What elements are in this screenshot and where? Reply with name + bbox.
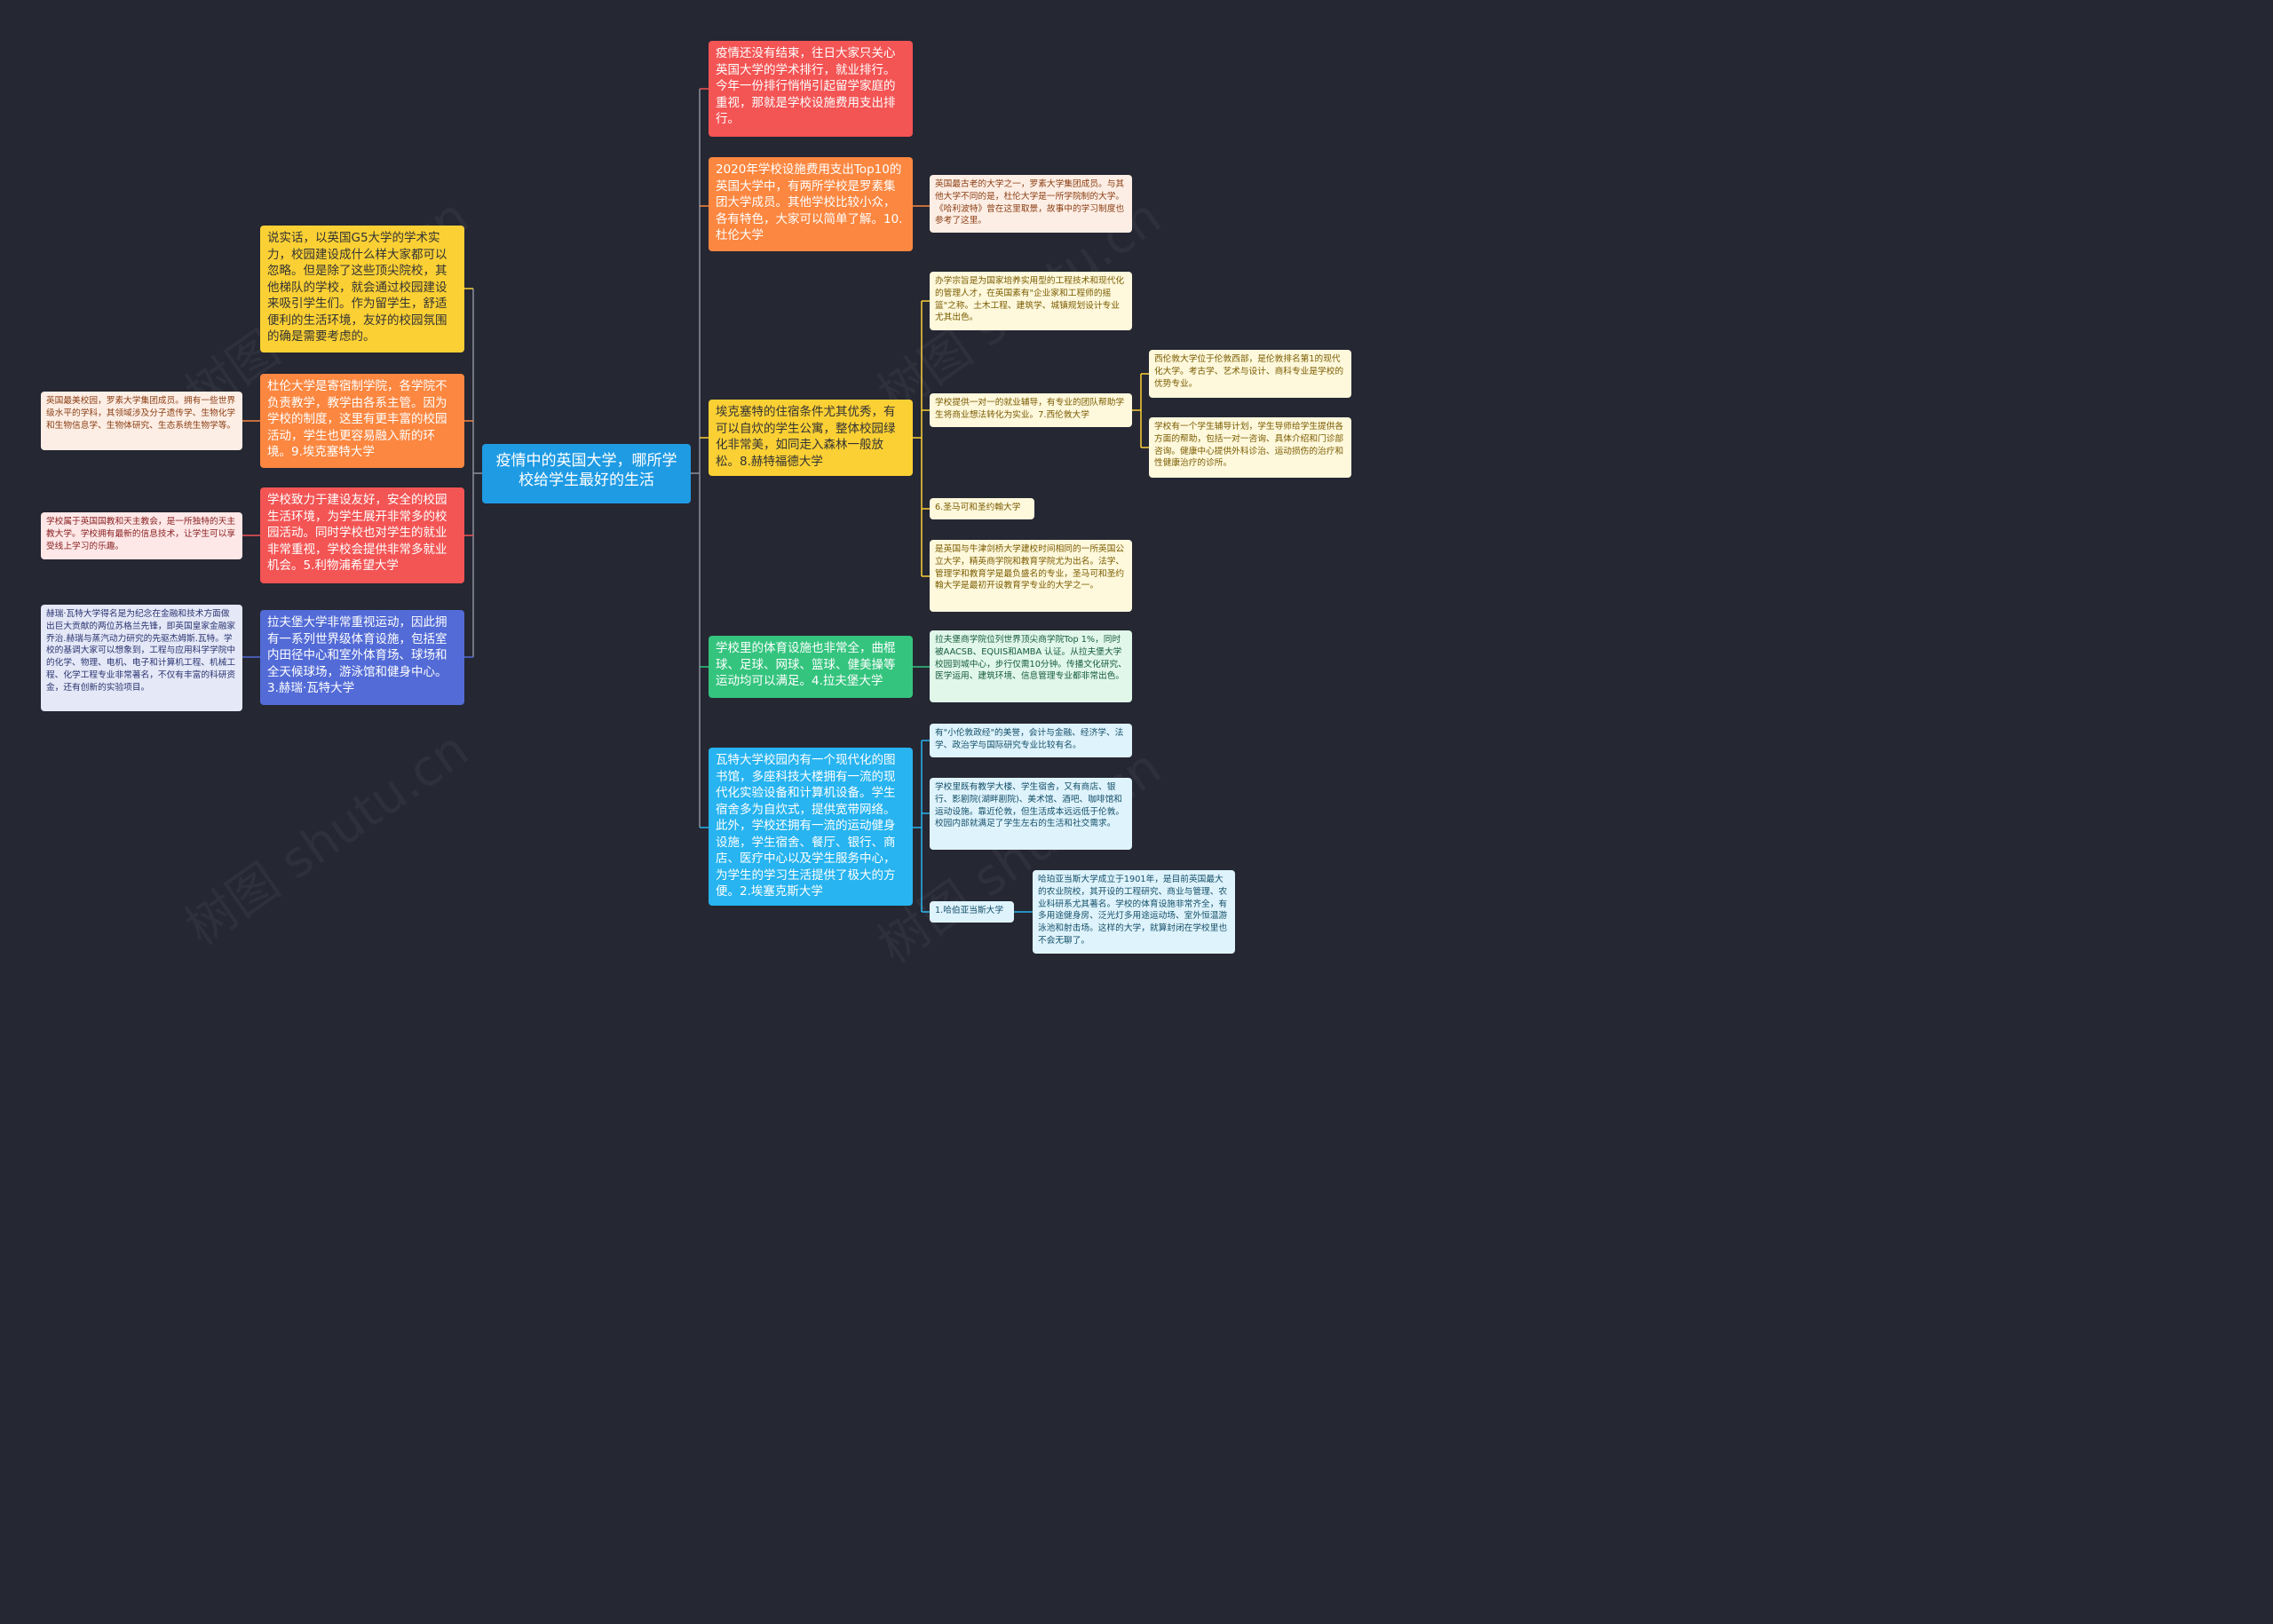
note-heriot-watt[interactable]: 赫瑞·瓦特大学得名是为纪念在金融和技术方面做出巨大贡献的两位苏格兰先锋，即英国皇… [41, 605, 242, 711]
note-uwl-support[interactable]: 学校有一个学生辅导计划，学生导师给学生提供各方面的帮助，包括一对一咨询、具体介绍… [1149, 417, 1351, 478]
note-hertfordshire[interactable]: 办学宗旨是为国家培养实用型的工程技术和现代化的管理人才，在英国素有"企业家和工程… [930, 272, 1132, 330]
node-intro[interactable]: 疫情还没有结束，往日大家只关心英国大学的学术排行，就业排行。今年一份排行悄悄引起… [709, 41, 913, 137]
node-essex[interactable]: 瓦特大学校园内有一个现代化的图书馆，多座科技大楼拥有一流的现代化实验设备和计算机… [709, 748, 913, 906]
node-heriot-watt[interactable]: 拉夫堡大学非常重视运动，因此拥有一系列世界级体育设施，包括室内田径中心和室外体育… [260, 610, 464, 705]
node-st-mark-st-john[interactable]: 6.圣马可和圣约翰大学 [930, 498, 1034, 519]
node-g5-intro[interactable]: 说实话，以英国G5大学的学术实力，校园建设成什么样大家都可以忽略。但是除了这些顶… [260, 226, 464, 353]
note-essex-campus[interactable]: 学校里既有教学大楼、学生宿舍，又有商店、银行、影剧院(湖畔剧院)、美术馆、酒吧、… [930, 778, 1132, 850]
note-uwl-location[interactable]: 西伦敦大学位于伦敦西部，是伦敦排名第1的现代化大学。考古学、艺术与设计、商科专业… [1149, 350, 1351, 398]
node-liverpool-hope[interactable]: 学校致力于建设友好，安全的校园生活环境，为学生展开非常多的校园活动。同时学校也对… [260, 487, 464, 583]
note-st-mark-st-john[interactable]: 是英国与牛津剑桥大学建校时间相同的一所英国公立大学，精英商学院和教育学院尤为出名… [930, 540, 1132, 612]
note-harper-adams[interactable]: 哈珀亚当斯大学成立于1901年，是目前英国最大的农业院校，其开设的工程研究、商业… [1033, 870, 1235, 954]
note-liverpool-hope[interactable]: 学校属于英国国教和天主教会，是一所独特的天主教大学。学校拥有最新的信息技术，让学… [41, 512, 242, 559]
node-top10-durham[interactable]: 2020年学校设施费用支出Top10的英国大学中，有两所学校是罗素集团大学成员。… [709, 157, 913, 251]
node-sports-loughborough[interactable]: 学校里的体育设施也非常全，曲棍球、足球、网球、篮球、健美操等运动均可以满足。4.… [709, 636, 913, 698]
root-topic[interactable]: 疫情中的英国大学，哪所学校给学生最好的生活 [482, 444, 691, 503]
connector-lines [242, 88, 1149, 913]
node-career-uwl[interactable]: 学校提供一对一的就业辅导，有专业的团队帮助学生将商业想法转化为实业。7.西伦敦大… [930, 393, 1132, 427]
node-durham-exeter[interactable]: 杜伦大学是寄宿制学院，各学院不负责教学，教学由各系主管。因为学校的制度，这里有更… [260, 374, 464, 468]
node-harper-adams[interactable]: 1.哈伯亚当斯大学 [930, 901, 1014, 923]
note-essex-reputation[interactable]: 有"小伦敦政经"的美誉，会计与金融、经济学、法学、政治学与国际研究专业比较有名。 [930, 724, 1132, 757]
node-exeter-hertfordshire[interactable]: 埃克塞特的住宿条件尤其优秀，有可以自炊的学生公寓，整体校园绿化非常美，如同走入森… [709, 400, 913, 476]
note-exeter[interactable]: 英国最美校园，罗素大学集团成员。拥有一些世界级水平的学科，其领域涉及分子遗传学、… [41, 392, 242, 450]
note-loughborough[interactable]: 拉夫堡商学院位列世界顶尖商学院Top 1%，同时被AACSB、EQUIS和AMB… [930, 630, 1132, 702]
note-durham[interactable]: 英国最古老的大学之一，罗素大学集团成员。与其他大学不同的是，杜伦大学是一所学院制… [930, 175, 1132, 233]
